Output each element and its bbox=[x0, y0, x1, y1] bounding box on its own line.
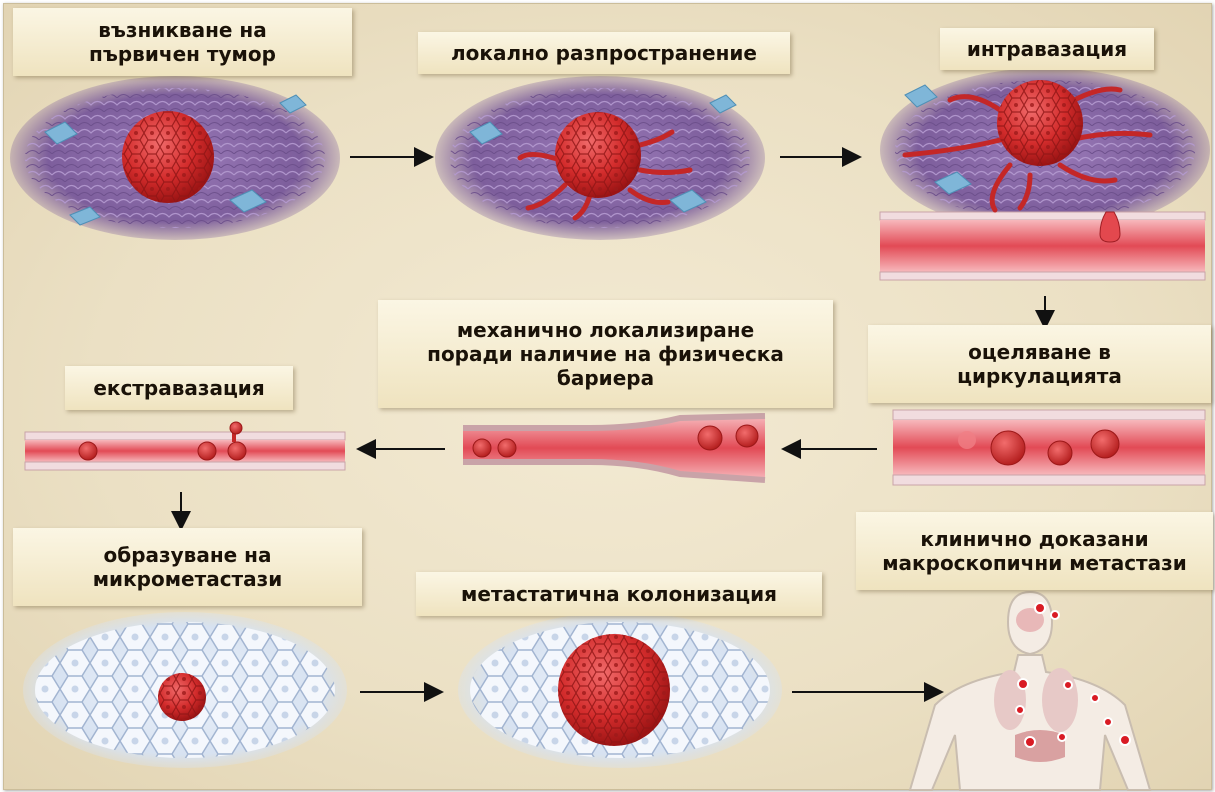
panel-arrest bbox=[463, 416, 765, 480]
panel-extravasation bbox=[25, 422, 345, 470]
label-colonization: метастатична колонизация bbox=[416, 572, 822, 616]
label-intravasation: интравазация bbox=[940, 28, 1154, 70]
tumor-cell-icon bbox=[158, 673, 206, 721]
panel-circulation bbox=[893, 410, 1205, 485]
tumor-cell-icon bbox=[558, 634, 670, 746]
panel-local-invasion bbox=[435, 76, 765, 240]
label-local-invasion: локално разпространение bbox=[418, 32, 790, 74]
panel-micrometastasis bbox=[23, 612, 347, 768]
label-survival-circulation: оцеляване в циркулацията bbox=[868, 325, 1211, 403]
label-micrometastasis: образуване на микрометастази bbox=[13, 528, 362, 606]
label-mechanical-arrest: механично локализиране поради наличие на… bbox=[378, 300, 833, 408]
tumor-cell-icon bbox=[122, 111, 214, 203]
tumor-cell-icon bbox=[997, 80, 1083, 166]
label-primary-tumor: възникване на първичен тумор bbox=[13, 8, 352, 76]
label-clinical-metastases: клинично доказани макроскопични метастаз… bbox=[856, 512, 1213, 590]
tumor-cell-icon bbox=[555, 112, 641, 198]
human-body-icon bbox=[910, 592, 1150, 790]
panel-primary-tumor bbox=[10, 76, 340, 240]
panel-intravasation bbox=[880, 68, 1210, 280]
label-extravasation: екстравазация bbox=[65, 366, 293, 410]
panel-colonization bbox=[458, 612, 782, 768]
